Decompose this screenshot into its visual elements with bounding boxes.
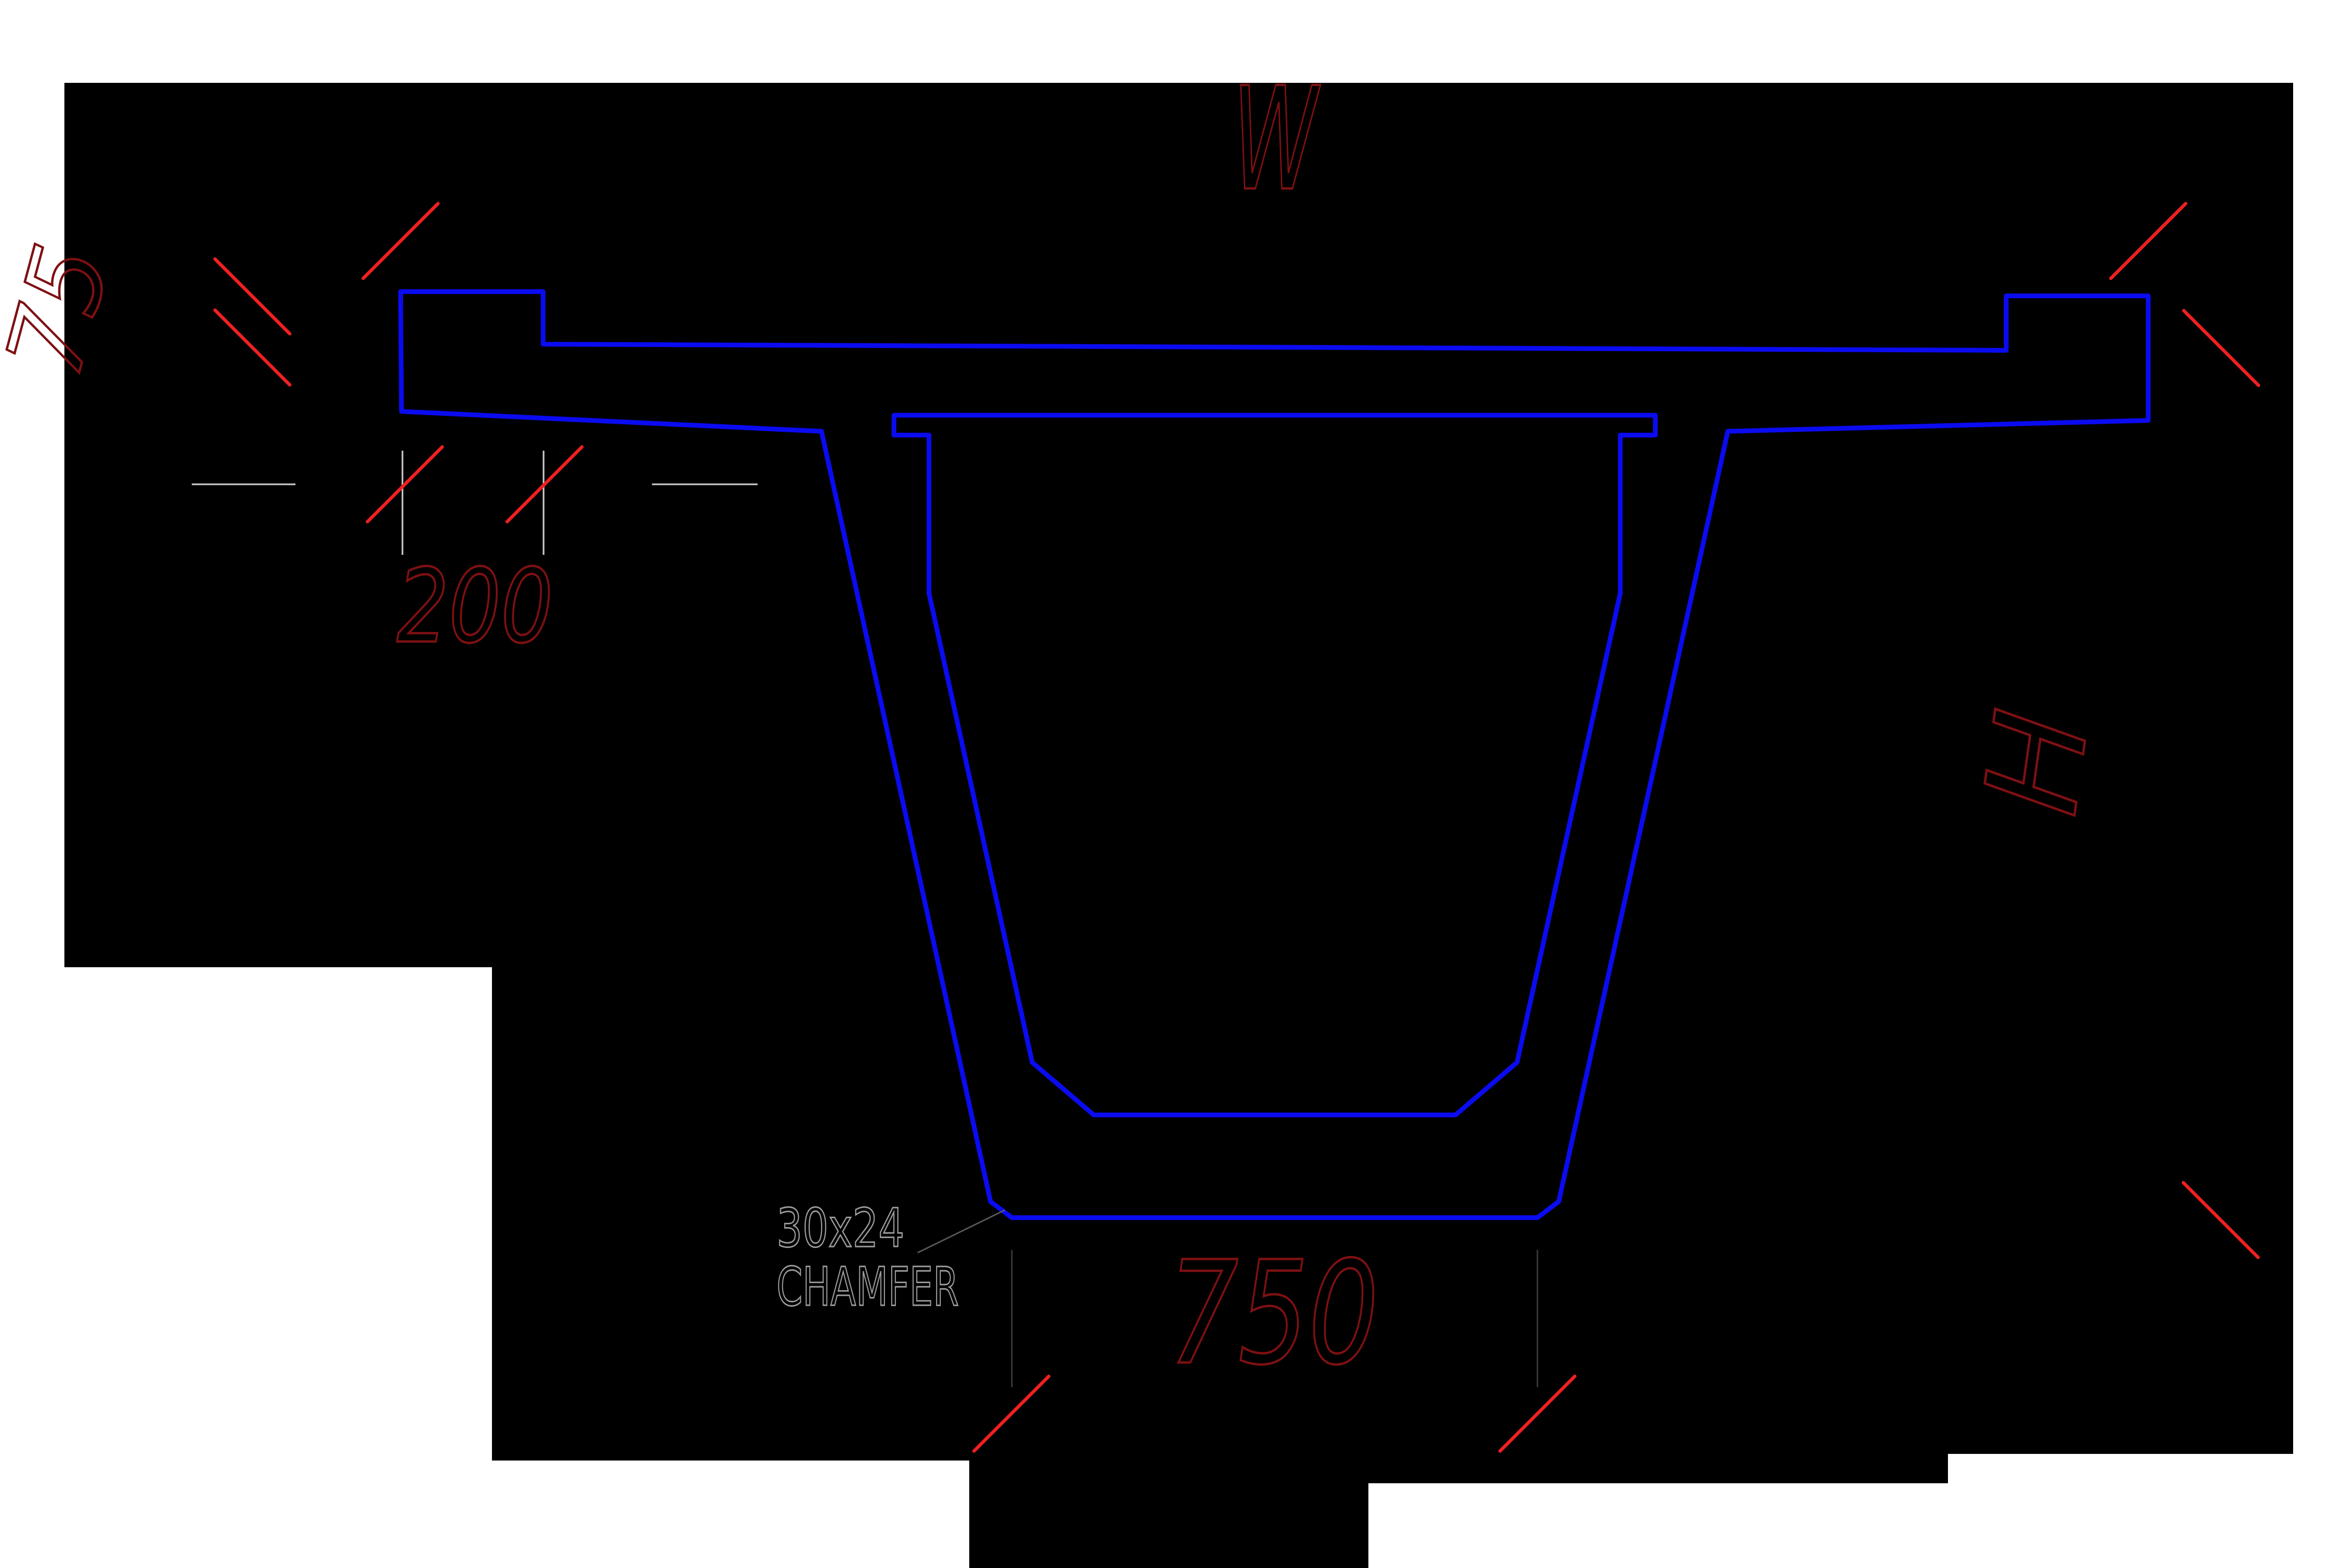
tick-750-right xyxy=(1498,1374,1577,1453)
dim-label-curb-width: 200 xyxy=(397,547,553,666)
dimension-labels: W 75 200 750 H 30x24 CHAMFER xyxy=(0,56,2119,1398)
tick-200-right xyxy=(505,445,584,524)
chamfer-leader-line xyxy=(917,1209,1005,1254)
section-geometry xyxy=(64,83,2293,1568)
tick-200-left xyxy=(366,445,444,524)
tick-75-top xyxy=(213,257,292,336)
tick-750-left xyxy=(972,1374,1051,1453)
girder-outer-outline xyxy=(398,289,2151,1220)
girder-inner-void-outline xyxy=(892,413,1658,1117)
tick-h-bottom xyxy=(2181,1181,2260,1259)
chamfer-note-word: CHAMFER xyxy=(777,1256,959,1318)
dim-label-bottom-width: 750 xyxy=(1168,1231,1379,1396)
tick-75-bottom xyxy=(213,308,292,387)
dim-label-girder-height: H xyxy=(1956,702,2118,823)
tick-h-top xyxy=(2182,309,2260,387)
tick-w-right xyxy=(2109,202,2188,280)
viewport-background xyxy=(64,83,2293,1568)
tick-w-left xyxy=(361,202,440,280)
chamfer-note-size: 30x24 xyxy=(777,1198,904,1259)
dim-label-top-width: W xyxy=(1233,57,1322,222)
